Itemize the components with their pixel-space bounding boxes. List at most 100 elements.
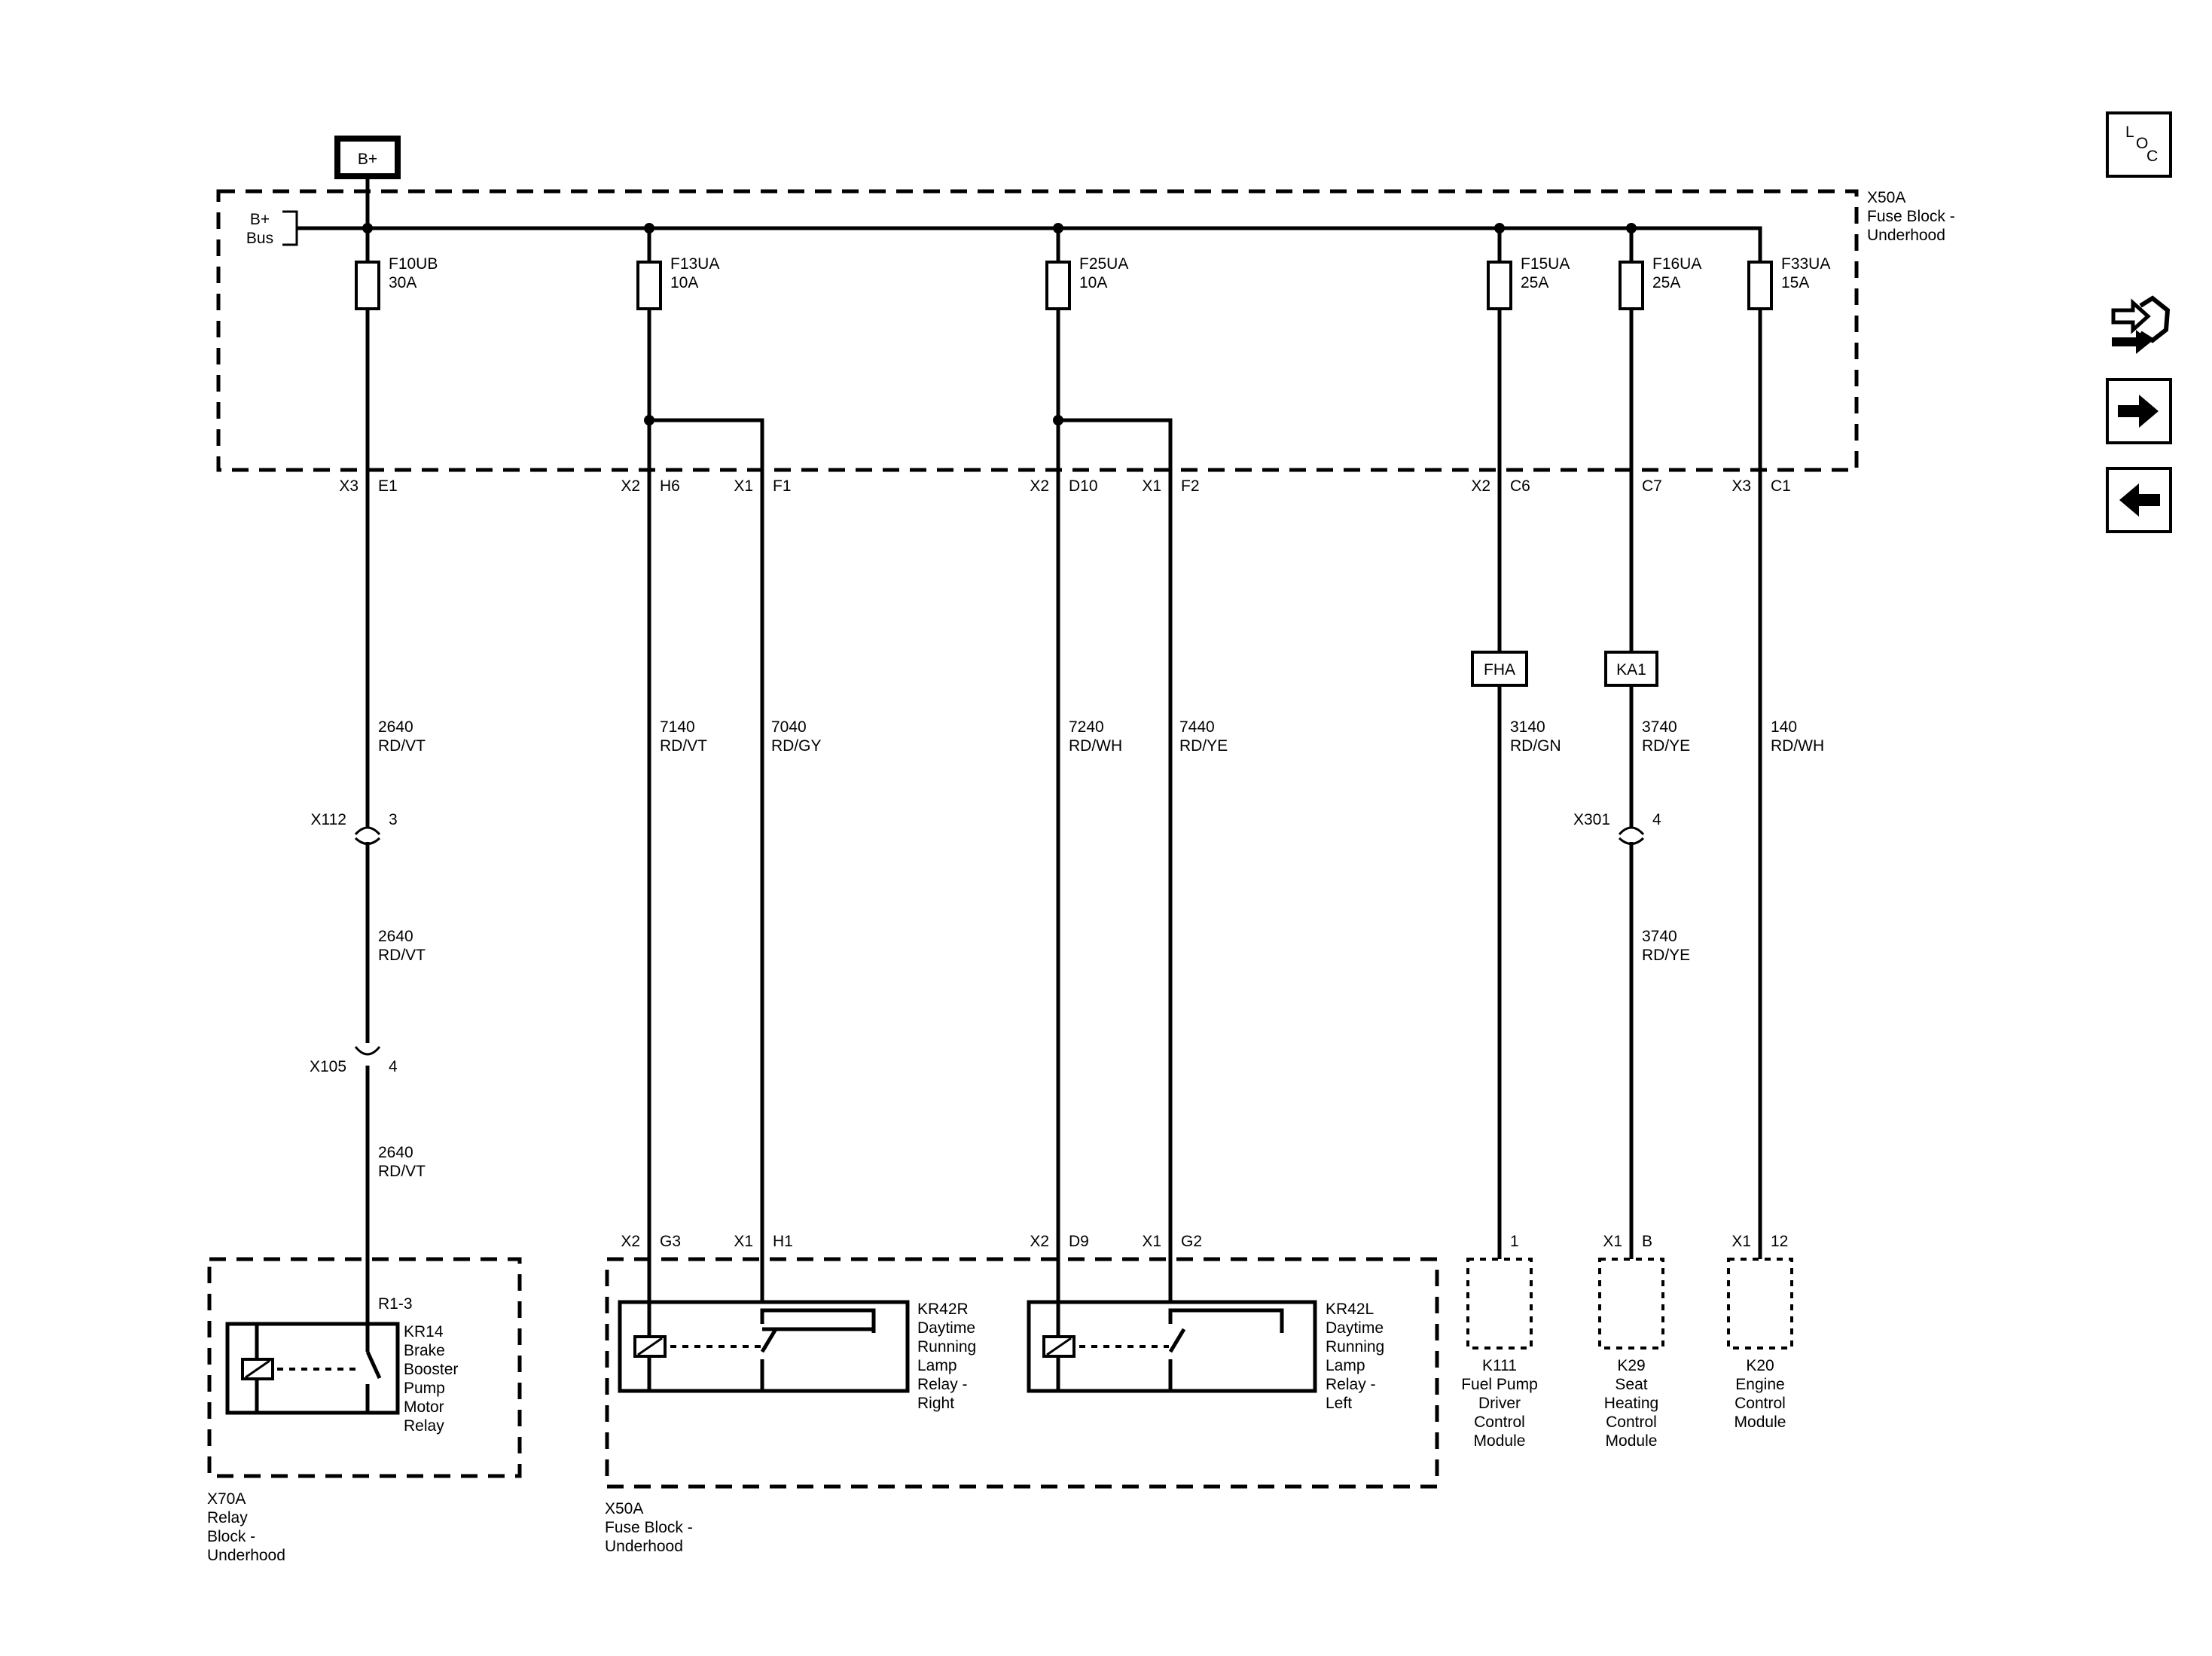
term-top-conn-1: X3 bbox=[339, 477, 358, 495]
relay-block-label-1: X70A bbox=[207, 1490, 246, 1508]
wire1-color-b: RD/VT bbox=[378, 947, 426, 964]
fuse-f13ua-rating: 10A bbox=[670, 274, 698, 291]
wire1-color-a: RD/VT bbox=[378, 737, 426, 755]
wire-3140-color: RD/GN bbox=[1510, 737, 1561, 755]
x105-pin: 4 bbox=[389, 1058, 398, 1075]
connector-info-icon[interactable] bbox=[2106, 288, 2178, 360]
k20-label-4: Module bbox=[1735, 1414, 1786, 1431]
arrow-right-icon[interactable] bbox=[2106, 378, 2172, 444]
term-top-pin-6: C6 bbox=[1510, 477, 1530, 495]
loc-c: C bbox=[2146, 148, 2158, 165]
module-k20 bbox=[1727, 1258, 1793, 1350]
fuse-f13ua-name: F13UA bbox=[670, 255, 719, 273]
wire-7240-color: RD/WH bbox=[1069, 737, 1122, 755]
kr42l-label-3: Running bbox=[1326, 1338, 1384, 1356]
wire-7040-circuit: 7040 bbox=[771, 718, 807, 736]
term-bot-pin-2: H1 bbox=[773, 1233, 793, 1250]
wire-3740-color-b: RD/YE bbox=[1642, 947, 1690, 964]
term-bot-conn-6: X1 bbox=[1603, 1233, 1622, 1250]
option-fha bbox=[1471, 651, 1528, 687]
option-ka1 bbox=[1604, 651, 1658, 687]
term-bot-pin-1: G3 bbox=[660, 1233, 681, 1250]
term-bot-conn-1: X2 bbox=[621, 1233, 640, 1250]
kr42r-label-1: KR42R bbox=[917, 1301, 969, 1318]
kr42r-label-5: Relay - bbox=[917, 1376, 968, 1393]
fuse-f25ua: F25UA 10A bbox=[1045, 255, 1128, 310]
k111-label-1: K111 bbox=[1482, 1357, 1517, 1374]
option-fha-label: FHA bbox=[1484, 661, 1515, 679]
wire-3740-circuit-b: 3740 bbox=[1642, 928, 1677, 945]
k29-label-1: K29 bbox=[1617, 1357, 1645, 1374]
term-top-conn-2: X2 bbox=[621, 477, 640, 495]
wire-140-circuit: 140 bbox=[1771, 718, 1797, 736]
kr14-label-4: Pump bbox=[404, 1380, 445, 1397]
k111-label-4: Control bbox=[1474, 1414, 1525, 1431]
kr14-label-5: Motor bbox=[404, 1398, 444, 1416]
term-top-pin-3: F1 bbox=[773, 477, 792, 495]
fuse-f16ua-rating: 25A bbox=[1652, 274, 1680, 291]
fuse-f25ua-rating: 10A bbox=[1079, 274, 1107, 291]
wire-140-color: RD/WH bbox=[1771, 737, 1824, 755]
term-top-pin-8: C1 bbox=[1771, 477, 1791, 495]
fuse-f16ua-name: F16UA bbox=[1652, 255, 1701, 273]
term-top-pin-2: H6 bbox=[660, 477, 680, 495]
option-ka1-label: KA1 bbox=[1616, 661, 1646, 679]
arrow-left-icon[interactable] bbox=[2106, 467, 2172, 533]
term-bot-pin-3: D9 bbox=[1069, 1233, 1089, 1250]
term-top-pin-1: E1 bbox=[378, 477, 398, 495]
fuse-block-top-line2: Fuse Block - bbox=[1867, 208, 1955, 225]
fuse-block-top-outline bbox=[216, 189, 1859, 472]
wire-7140-color: RD/VT bbox=[660, 737, 707, 755]
fuse-f10ub-name: F10UB bbox=[389, 255, 438, 273]
kr14-label-6: Relay bbox=[404, 1417, 444, 1435]
kr42r-label-3: Running bbox=[917, 1338, 976, 1356]
wire-7440-color: RD/YE bbox=[1179, 737, 1228, 755]
k20-label-1: K20 bbox=[1746, 1357, 1774, 1374]
kr42l-label-6: Left bbox=[1326, 1395, 1352, 1412]
kr42l-label-5: Relay - bbox=[1326, 1376, 1376, 1393]
loc-o: O bbox=[2136, 135, 2148, 152]
fuse-f33ua-name: F33UA bbox=[1781, 255, 1830, 273]
bus-label-1: B+ bbox=[250, 211, 270, 228]
fuse-block-top-line1: X50A bbox=[1867, 189, 1905, 206]
wire-7140-circuit: 7140 bbox=[660, 718, 695, 736]
x105-name: X105 bbox=[310, 1058, 346, 1075]
fuse-f16ua: F16UA 25A bbox=[1619, 255, 1701, 310]
k20-label-3: Control bbox=[1735, 1395, 1786, 1412]
wire-3740-color-a: RD/YE bbox=[1642, 737, 1690, 755]
relay-kr14 bbox=[225, 1322, 400, 1415]
x112-pin: 3 bbox=[389, 811, 398, 828]
term-top-conn-5: X1 bbox=[1142, 477, 1161, 495]
fuse-f33ua-rating: 15A bbox=[1781, 274, 1809, 291]
fuse-f10ub: F10UB 30A bbox=[355, 255, 438, 310]
module-k29 bbox=[1598, 1258, 1664, 1350]
wire1-circuit-b: 2640 bbox=[378, 928, 413, 945]
wire1-circuit-c: 2640 bbox=[378, 1144, 413, 1161]
wire-7440-circuit: 7440 bbox=[1179, 718, 1215, 736]
term-top-pin-4: D10 bbox=[1069, 477, 1098, 495]
kr42l-label-4: Lamp bbox=[1326, 1357, 1365, 1374]
term-top-pin-7: C7 bbox=[1642, 477, 1662, 495]
wire-3740-circuit-a: 3740 bbox=[1642, 718, 1677, 736]
relay-block-label-4: Underhood bbox=[207, 1547, 285, 1564]
kr14-label-3: Booster bbox=[404, 1361, 458, 1378]
k29-label-5: Module bbox=[1606, 1432, 1658, 1450]
loc-icon[interactable]: L O C bbox=[2106, 111, 2172, 178]
kr14-label-2: Brake bbox=[404, 1342, 445, 1359]
wire-3140-circuit: 3140 bbox=[1510, 718, 1545, 736]
relay-block-x70a bbox=[207, 1257, 522, 1478]
fuse-f10ub-rating: 30A bbox=[389, 274, 416, 291]
kr42r-label-2: Daytime bbox=[917, 1319, 975, 1337]
wire-7240-circuit: 7240 bbox=[1069, 718, 1104, 736]
term-bot-conn-3: X2 bbox=[1030, 1233, 1049, 1250]
k20-label-2: Engine bbox=[1735, 1376, 1784, 1393]
term-bot-pin-4: G2 bbox=[1181, 1233, 1202, 1250]
relay-kr42l bbox=[1027, 1300, 1317, 1393]
term-bot-pin-6: B bbox=[1642, 1233, 1652, 1250]
term-top-pin-5: F2 bbox=[1181, 477, 1200, 495]
bus-label-2: Bus bbox=[246, 230, 273, 247]
term-bot-conn-7: X1 bbox=[1731, 1233, 1751, 1250]
module-k111 bbox=[1466, 1258, 1533, 1350]
kr42r-label-6: Right bbox=[917, 1395, 954, 1412]
